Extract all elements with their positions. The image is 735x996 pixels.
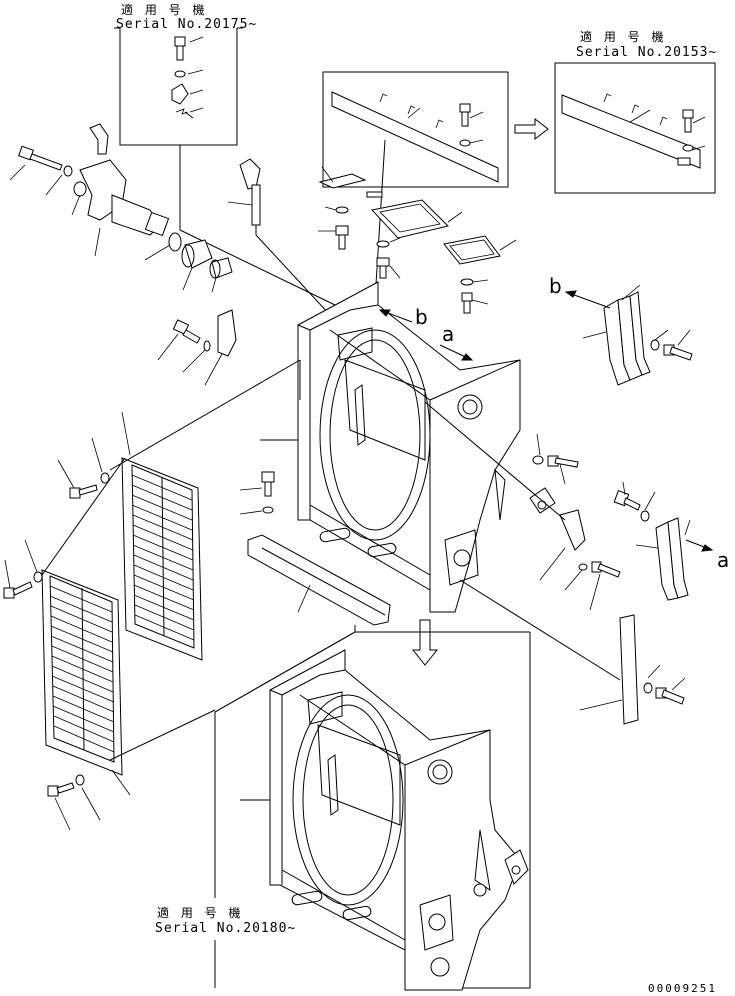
upper-bracket-panel (322, 71, 509, 301)
callout-label-jp-20175: 適 用 号 機 (121, 3, 209, 17)
callout-serial-20153: Serial No.20153~ (576, 45, 718, 60)
callout-serial-20175: Serial No.20175~ (116, 17, 258, 32)
radiator-guard-upper (109, 359, 301, 661)
hose-fittings (9, 123, 331, 316)
view-b-label-right: b (549, 274, 562, 298)
view-b-bracket (582, 284, 693, 386)
guard-upper-fasteners (57, 437, 110, 499)
vertical-bar-assembly (459, 579, 686, 725)
frame-right-fasteners (424, 401, 621, 611)
callout-label-jp-20153: 適 用 号 機 (580, 30, 668, 44)
callout-box-20180 (214, 625, 531, 989)
radiator-guard-lower (41, 457, 216, 796)
guard-lower-fasteners (3, 539, 101, 831)
callout-serial-20180: Serial No.20180~ (155, 921, 297, 936)
callout-box-20153 (554, 62, 716, 194)
radiator-frame-upper (260, 281, 556, 613)
callout-box-20175 (114, 27, 336, 306)
view-a-label-right: a (717, 548, 730, 572)
view-a-bracket (613, 481, 691, 601)
view-a-label-center: a (442, 322, 455, 346)
down-arrow (411, 619, 439, 666)
bottom-strip (247, 534, 391, 626)
radiator-frame-lower (240, 649, 529, 991)
left-mid-fasteners (157, 309, 237, 386)
reference-arrow (514, 117, 549, 141)
center-fasteners (318, 206, 489, 314)
callout-label-jp-20180: 適 用 号 機 (157, 906, 245, 920)
drawing-number: 00009251 (648, 982, 717, 995)
cover-plates (318, 166, 517, 265)
view-b-label-center: b (415, 305, 428, 329)
frame-left-fasteners (239, 471, 275, 515)
